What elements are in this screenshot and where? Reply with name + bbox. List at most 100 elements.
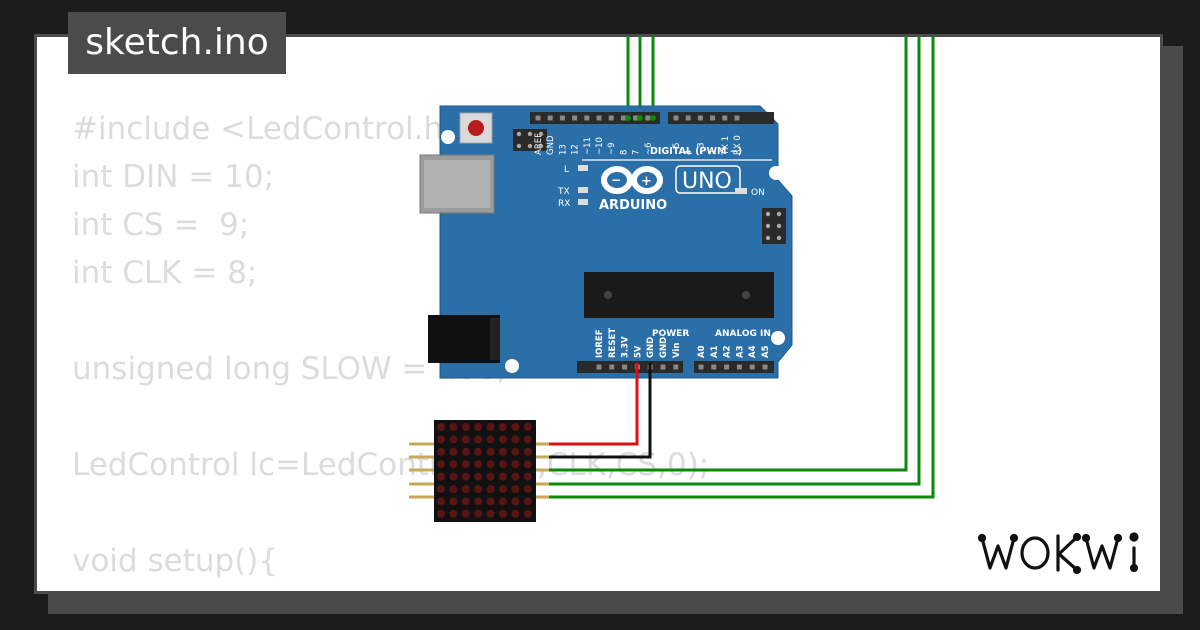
power-pin-label: 5V [633,345,643,358]
on-led-label: ON [751,188,765,198]
code-line: int CS = 9; [72,207,250,243]
power-label: POWER [652,329,689,339]
digital-pin-label: 13 [558,144,568,155]
matrix-led [511,497,520,506]
matrix-led [449,460,458,469]
rx-led-label: RX [558,199,570,209]
power-pin-label: GND [659,337,669,358]
power-pin-label: RESET [608,328,618,358]
matrix-led [486,423,495,431]
matrix-led [523,497,532,506]
wokwi-logo-icon [978,532,1139,575]
analog-label: ANALOG IN [715,329,771,339]
matrix-led [474,435,483,444]
matrix-leds [437,423,532,518]
matrix-led [511,423,520,431]
digital-pin-label: 12 [571,144,581,155]
matrix-led [486,485,495,493]
digital-label: DIGITAL (PWM ~) [650,146,742,157]
digital-pin-label: 4 [684,150,694,155]
matrix-led [523,460,532,469]
matrix-led [461,497,470,506]
matrix-led [511,435,520,444]
digital-pin-label: ~6 [644,142,654,155]
matrix-led [486,447,495,456]
matrix-led [511,485,520,493]
analog-pin-label: A5 [761,345,771,358]
matrix-led [523,447,532,456]
digital-pin-label: AREF [534,133,544,155]
code-line: int DIN = 10; [72,159,275,195]
matrix-led [437,460,445,469]
wire-din [548,36,908,472]
matrix-led [474,472,483,481]
code-line: unsigned long SLOW = 100; [72,351,507,387]
matrix-led [511,472,520,481]
matrix-led [437,423,445,431]
matrix-led [461,423,470,431]
wire-gnd [548,363,652,459]
digital-pin-label: GND [546,135,556,155]
matrix-led [461,509,470,518]
arduino-uno-board[interactable]: DIGITAL (PWM ~) − + UNO ARDUINO L TX RX … [419,105,793,379]
tx-led-label: TX [557,187,570,197]
matrix-led [437,509,445,518]
usb-port [419,154,495,214]
matrix-led [523,423,532,431]
digital-pin-label: TX 1 [721,136,731,156]
tx-led [578,187,588,193]
power-pin-label: 3.3V [621,336,631,358]
matrix-led [437,472,445,481]
matrix-led [437,485,445,493]
led-matrix-module[interactable] [409,420,549,522]
matrix-led [474,509,483,518]
analog-pin-label: A3 [735,345,745,358]
matrix-led [499,447,507,456]
mount-hole [769,166,783,180]
rx-led [578,199,588,205]
atmega-chip [584,272,774,318]
on-led [735,188,747,194]
wire-cs [548,36,921,486]
matrix-led [499,460,507,469]
l-led-label: L [564,165,569,175]
wire-vcc [548,363,639,446]
digital-pin-label: ~9 [607,142,617,155]
matrix-led [449,509,458,518]
matrix-led [523,435,532,444]
matrix-led [437,435,445,444]
icsp-header [513,129,547,151]
matrix-led [523,485,532,493]
digital-pin-label: ~11 [583,137,593,155]
matrix-led [499,485,507,493]
matrix-led [474,423,483,431]
mount-hole [441,130,455,144]
matrix-led [449,423,458,431]
matrix-led [499,435,507,444]
svg-text:+: + [641,174,652,189]
matrix-led [486,472,495,481]
matrix-led [437,447,445,456]
arduino-logo-icon [601,166,663,194]
matrix-led [474,497,483,506]
power-header [577,361,774,373]
matrix-led [499,472,507,481]
matrix-led [461,485,470,493]
reset-button[interactable] [459,112,493,144]
l-led [578,165,588,171]
analog-pin-label: A0 [697,345,707,358]
matrix-led [461,460,470,469]
file-tab[interactable]: sketch.ino [68,12,286,74]
digital-pin-label: ~5 [672,142,682,155]
code-line: void setup(){ [72,543,279,579]
matrix-led [461,435,470,444]
power-pin-label: Vin [672,343,682,358]
matrix-led [486,497,495,506]
matrix-led [523,472,532,481]
digital-pin-label: RX 0 [733,135,743,155]
code-line: int CLK = 8; [72,255,258,291]
matrix-led [486,509,495,518]
svg-text:−: − [611,173,621,187]
matrix-led [474,460,483,469]
